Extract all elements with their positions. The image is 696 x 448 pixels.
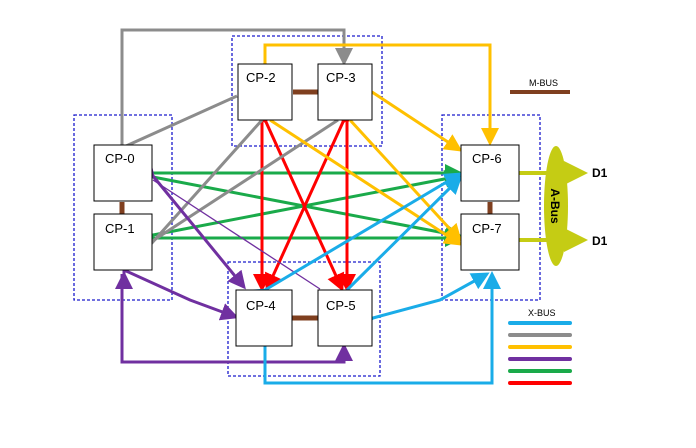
- m-bus-connectors: [119, 89, 493, 321]
- xbus-legend-label: X-BUS: [528, 308, 556, 318]
- d1-label-bottom: D1: [592, 234, 608, 248]
- mbus-legend: M-BUS: [510, 78, 570, 94]
- node-cp6[interactable]: CP-6: [460, 144, 520, 202]
- blue-bus-links: [247, 172, 501, 385]
- abus-ellipse: [544, 146, 568, 266]
- mbus-legend-label: M-BUS: [529, 78, 558, 88]
- node-cp2-label: CP-2: [246, 70, 276, 85]
- node-cp4-label: CP-4: [246, 298, 276, 313]
- node-cp5[interactable]: CP-5: [317, 289, 373, 347]
- node-cp4[interactable]: CP-4: [235, 289, 293, 347]
- link-cp5-cp7: [356, 272, 490, 331]
- node-cp2[interactable]: CP-2: [237, 63, 293, 121]
- link-cp4-cp7-bottom: [256, 271, 501, 385]
- link-cp2-cp7-top: [256, 43, 499, 146]
- xbus-legend: X-BUS: [508, 308, 572, 385]
- cp-nodes: CP-0 CP-1 CP-2 CP-3 CP-4 CP-5 CP-6 CP-7: [93, 63, 520, 347]
- node-cp5-label: CP-5: [326, 298, 356, 313]
- node-cp3[interactable]: CP-3: [317, 63, 373, 121]
- link-cp0-cp2: [125, 94, 238, 148]
- link-cp1-cp5-bottom: [120, 274, 353, 364]
- link-cp4-cp6: [247, 172, 463, 306]
- node-cp7-label: CP-7: [472, 221, 502, 236]
- link-cp0-cp3-top: [113, 28, 353, 159]
- node-cp1-label: CP-1: [105, 221, 135, 236]
- red-bus-links: [251, 104, 358, 292]
- node-cp7[interactable]: CP-7: [460, 213, 520, 271]
- xbus-legend-swatches: [508, 321, 572, 385]
- node-cp1[interactable]: CP-1: [93, 213, 153, 271]
- link-cp1-cp4: [115, 267, 239, 321]
- gray-bus-links: [113, 28, 353, 246]
- a-bus: A-Bus: [498, 146, 588, 266]
- d1-label-top: D1: [592, 166, 608, 180]
- node-cp6-label: CP-6: [472, 151, 502, 166]
- node-cp0-label: CP-0: [105, 151, 135, 166]
- node-cp3-label: CP-3: [326, 70, 356, 85]
- abus-label: A-Bus: [548, 188, 562, 224]
- link-cp0-cp4: [136, 158, 246, 290]
- node-cp0[interactable]: CP-0: [93, 144, 153, 202]
- link-cp3-cp6: [371, 90, 463, 152]
